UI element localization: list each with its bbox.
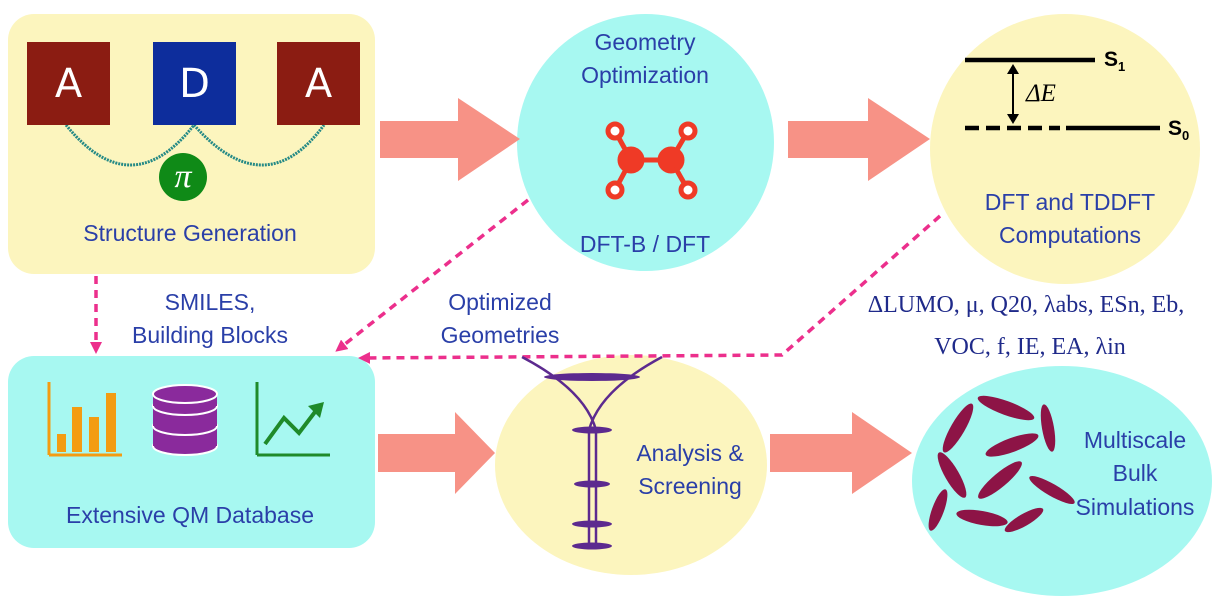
smiles-line1: SMILES, bbox=[164, 289, 256, 315]
molecule-icon bbox=[605, 121, 698, 200]
diagram-graphics bbox=[47, 57, 1160, 550]
delta-e-label: ΔE bbox=[1026, 80, 1056, 107]
qm-database-label: Extensive QM Database bbox=[65, 502, 314, 528]
properties-list: ΔLUMO, μ, Q20, λabs, ESn, Eb, bbox=[867, 292, 1185, 318]
dft-computations-label: DFT and TDDFT Computations bbox=[965, 186, 1175, 253]
properties-list-line2: VOC, f, IE, EA, λin bbox=[934, 334, 1126, 360]
smiles-label: SMILES, Building Blocks bbox=[110, 286, 310, 353]
geometry-method-label: DFT-B / DFT bbox=[579, 231, 711, 257]
flow-arrow-database-to-analysis bbox=[378, 412, 495, 494]
bar-chart-icon bbox=[47, 382, 122, 457]
acceptor-box-right: A bbox=[277, 42, 360, 125]
geometry-title-line1: Geometry bbox=[594, 29, 696, 55]
s0-subscript: 0 bbox=[1182, 128, 1190, 144]
geometry-title-line2: Optimization bbox=[581, 62, 709, 89]
flow-arrow-structure-to-geometry bbox=[380, 98, 520, 181]
dft-label-line2: Computations bbox=[999, 222, 1141, 249]
dashed-arrow-optimized bbox=[335, 198, 530, 352]
s1-subscript: 1 bbox=[1118, 59, 1126, 75]
analysis-line2: Screening bbox=[638, 473, 742, 500]
optimized-line2: Geometries bbox=[440, 322, 560, 349]
optimized-line1: Optimized bbox=[448, 289, 552, 315]
analysis-line1: Analysis & bbox=[636, 440, 744, 466]
s1-letter: S bbox=[1104, 48, 1119, 71]
geometry-optimization-title: Geometry Optimization bbox=[545, 26, 745, 93]
geometry-optimization-circle bbox=[517, 14, 774, 271]
bulk-line1: Multiscale bbox=[1083, 427, 1187, 453]
s0-letter: S bbox=[1168, 117, 1183, 140]
pi-bridge-curve bbox=[192, 124, 326, 167]
analysis-screening-circle bbox=[495, 355, 767, 575]
bulk-line3: Simulations bbox=[1075, 493, 1195, 520]
analysis-screening-label: Analysis & Screening bbox=[625, 437, 755, 504]
energy-level-diagram bbox=[965, 57, 1160, 131]
optimized-geometries-label: Optimized Geometries bbox=[410, 286, 590, 353]
trend-chart-icon bbox=[255, 382, 330, 457]
donor-box: D bbox=[153, 42, 236, 125]
pi-bridge-circle: π bbox=[159, 153, 207, 201]
particles-icon bbox=[928, 395, 1075, 533]
smiles-line2: Building Blocks bbox=[132, 322, 288, 349]
bulk-simulations-label: Multiscale Bulk Simulations bbox=[1060, 424, 1210, 524]
flow-arrow-geometry-to-dft bbox=[788, 98, 930, 181]
flow-arrow-analysis-to-bulk bbox=[770, 412, 912, 494]
pi-bridge-curve bbox=[64, 124, 196, 167]
acceptor-box-left: A bbox=[27, 42, 110, 125]
dft-label-line1: DFT and TDDFT bbox=[984, 189, 1156, 215]
s0-label: S0 bbox=[1168, 117, 1189, 143]
s1-label: S1 bbox=[1104, 48, 1125, 74]
bulk-line2: Bulk bbox=[1112, 460, 1158, 487]
dashed-arrow-properties bbox=[358, 214, 942, 364]
database-icon bbox=[152, 384, 218, 456]
funnel-icon bbox=[521, 355, 663, 550]
structure-generation-label: Structure Generation bbox=[83, 220, 297, 246]
